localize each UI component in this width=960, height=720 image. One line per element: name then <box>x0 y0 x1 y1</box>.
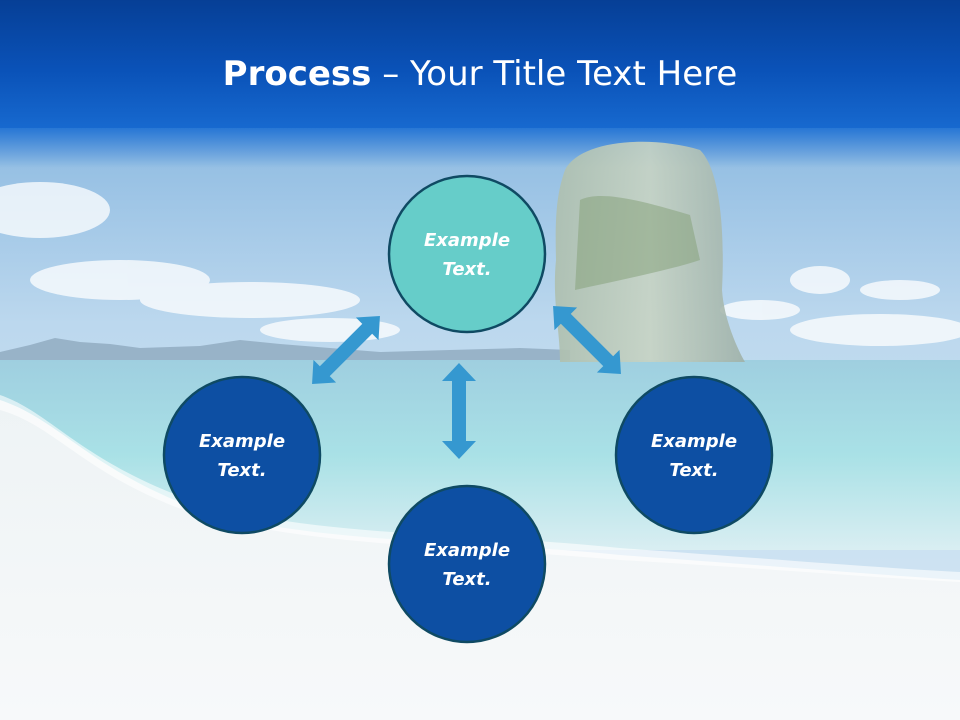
node-bottom-line2: Text. <box>442 569 491 590</box>
node-right-line2: Text. <box>669 460 718 481</box>
title-bar <box>0 0 960 128</box>
node-top: Example Text. <box>387 174 547 334</box>
node-right-line1: Example <box>651 431 737 452</box>
double-arrow-icon <box>553 306 621 374</box>
title-rest: Your Title Text Here <box>410 54 738 94</box>
double-arrow-icon <box>442 363 476 459</box>
node-right: Example Text. <box>614 375 774 535</box>
double-arrow-icon <box>312 316 380 384</box>
node-left-line2: Text. <box>217 460 266 481</box>
title-dash: – <box>371 54 411 94</box>
title-bold: Process <box>222 54 372 94</box>
node-bottom-line1: Example <box>424 540 510 561</box>
node-left-line1: Example <box>199 431 285 452</box>
node-bottom: Example Text. <box>387 484 547 644</box>
node-top-line2: Text. <box>442 259 491 280</box>
node-top-line1: Example <box>424 230 510 251</box>
slide-title: Process – Your Title Text Here <box>0 52 960 96</box>
node-left: Example Text. <box>162 375 322 535</box>
